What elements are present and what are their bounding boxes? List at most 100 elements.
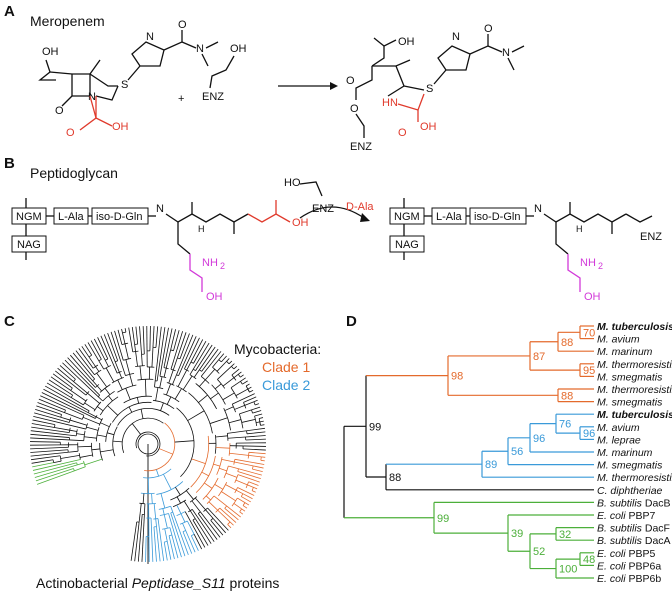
svg-text:OH: OH	[420, 121, 437, 133]
radial-branch	[251, 406, 261, 411]
radial-arc	[144, 422, 176, 472]
radial-branch	[100, 335, 118, 374]
bootstrap-value: 99	[437, 513, 449, 525]
svg-text:ENZ: ENZ	[640, 231, 662, 243]
radial-branch	[237, 474, 260, 483]
radial-branch	[52, 373, 73, 389]
radial-branch	[97, 337, 109, 360]
svg-text:iso-D-Gln: iso-D-Gln	[474, 211, 520, 223]
radial-branch	[174, 440, 194, 443]
radial-branch	[45, 385, 90, 412]
radial-branch	[77, 445, 92, 448]
radial-branch	[96, 372, 108, 388]
radial-branch	[88, 356, 96, 367]
radial-branch	[93, 338, 106, 361]
radial-branch	[35, 468, 74, 482]
taxon-label: M. avium	[597, 422, 640, 434]
radial-branch	[150, 518, 154, 562]
taxon-label: M. thermoresistibile	[597, 472, 672, 484]
radial-branch	[201, 348, 219, 372]
taxon-label: M. marinum	[597, 346, 653, 358]
radial-branch	[34, 412, 70, 423]
radial-arc	[234, 474, 239, 483]
svg-text:ENZ: ENZ	[312, 203, 334, 215]
radial-arc	[99, 396, 119, 416]
radial-arc	[60, 414, 62, 418]
radial-branch	[244, 502, 250, 506]
radial-arc	[154, 386, 164, 390]
svg-text:OH: OH	[206, 291, 223, 303]
radial-branch	[135, 351, 138, 367]
radial-branch	[73, 381, 88, 394]
radial-branch	[172, 512, 189, 556]
radial-branch	[208, 501, 218, 511]
radial-branch	[199, 346, 216, 371]
radial-branch	[210, 392, 219, 400]
radial-branch	[176, 334, 194, 375]
radial-branch	[186, 490, 194, 500]
radial-branch	[234, 458, 265, 465]
radial-arc	[227, 521, 231, 525]
radial-branch	[31, 426, 70, 434]
radial-branch	[163, 541, 168, 561]
plus-sign: +	[178, 93, 184, 105]
svg-text:S: S	[121, 79, 128, 91]
radial-branch	[247, 484, 254, 488]
radial-arc	[95, 415, 98, 419]
radial-branch	[184, 511, 206, 548]
radial-arc	[92, 364, 99, 369]
radial-arc	[83, 430, 86, 441]
radial-branch	[254, 413, 263, 417]
radial-branch	[139, 365, 142, 380]
radial-arc	[105, 422, 112, 442]
bootstrap-value: 87	[533, 351, 545, 363]
radial-arc	[75, 429, 78, 436]
radial-branch	[69, 419, 88, 426]
radial-branch	[247, 386, 252, 390]
radial-arc	[195, 455, 216, 493]
panel-b: B Peptidoglycan NGM NAG L-Ala iso-D-Gln …	[4, 155, 662, 303]
radial-branch	[129, 374, 134, 386]
radial-branch	[55, 370, 87, 396]
radial-branch	[224, 406, 234, 411]
radial-branch	[131, 423, 141, 435]
radial-arc	[83, 460, 86, 467]
radial-branch	[97, 396, 104, 402]
radial-branch	[201, 471, 209, 477]
radial-branch	[118, 372, 123, 379]
radial-arc	[210, 518, 214, 521]
radial-branch	[162, 508, 165, 515]
radial-branch	[36, 470, 75, 485]
radial-branch	[81, 346, 90, 358]
radial-arc	[111, 401, 152, 423]
radial-branch	[112, 440, 123, 443]
radial-branch	[160, 402, 164, 411]
radial-branch	[164, 528, 168, 542]
radial-branch	[53, 460, 62, 464]
radial-branch	[260, 424, 265, 426]
clade-2-label: Clade 2	[262, 377, 310, 393]
svg-text:S: S	[426, 83, 433, 95]
radial-branch	[30, 446, 69, 450]
panel-c-caption: Actinobacterial Peptidase_S11 proteins	[36, 575, 279, 591]
radial-branch	[75, 350, 95, 375]
svg-text:2: 2	[220, 261, 225, 271]
radial-branch	[222, 392, 235, 401]
radial-branch	[242, 505, 248, 509]
radial-arc	[228, 443, 231, 456]
bootstrap-value: 96	[533, 433, 545, 445]
taxon-label: E. coli PBP6a	[597, 560, 661, 572]
radial-branch	[84, 436, 97, 439]
radial-arc	[234, 487, 238, 494]
radial-branch	[212, 359, 220, 368]
taxon-label: C. diphtheriae	[597, 485, 663, 497]
radial-branch	[70, 354, 93, 381]
radial-arc	[111, 377, 124, 384]
radial-arc	[132, 350, 139, 353]
radial-branch	[186, 361, 192, 371]
radial-branch	[117, 379, 123, 390]
radial-branch	[151, 347, 154, 368]
radial-branch	[166, 396, 172, 405]
radial-branch	[219, 507, 237, 523]
